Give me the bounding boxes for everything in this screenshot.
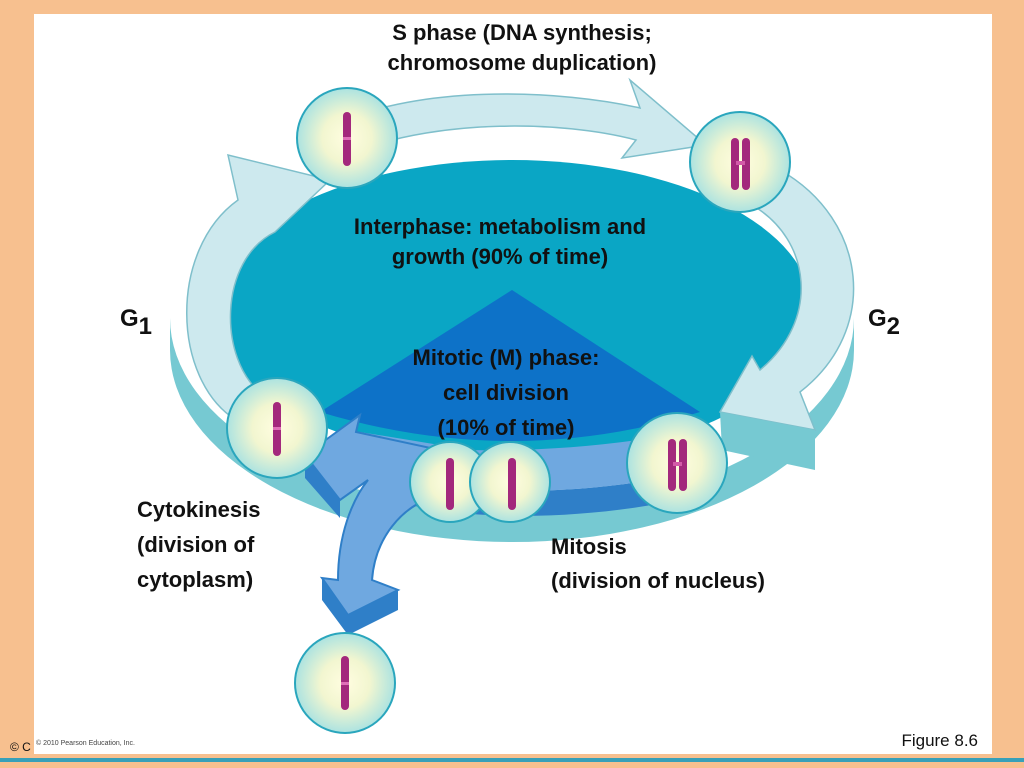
cell-g1 <box>226 377 328 479</box>
chromosome-single <box>446 458 454 510</box>
interphase-label-line2: growth (90% of time) <box>391 244 609 269</box>
cytokinesis-arrow-tip <box>322 578 398 635</box>
cell-daughter <box>294 632 396 734</box>
chromatid-right <box>742 138 750 190</box>
mitosis-label-line2: (division of nucleus) <box>551 568 765 593</box>
mitosis-label: Mitosis (division of nucleus) <box>551 530 765 598</box>
interphase-label-line1: Interphase: metabolism and <box>353 214 647 239</box>
s-phase-label-line2: chromosome duplication) <box>387 50 657 75</box>
figure-label: Figure 8.6 <box>901 731 978 750</box>
interphase-label: Interphase: metabolism and growth (90% o… <box>280 212 720 272</box>
g2-label-subscript: 2 <box>886 313 901 340</box>
g2-arrow-side <box>720 412 815 470</box>
mitosis-label-line1: Mitosis <box>551 534 627 559</box>
cytokinesis-label: Cytokinesis (division of cytoplasm) <box>137 492 261 597</box>
mitotic-phase-label: Mitotic (M) phase: cell division (10% of… <box>356 340 656 445</box>
mitotic-phase-label-line2: cell division <box>443 380 569 405</box>
g1-arrow <box>186 153 332 421</box>
copyright-text-partial: © C <box>10 740 31 754</box>
g2-label: G2 <box>868 305 900 340</box>
cell-s-phase-end <box>689 111 791 213</box>
s-phase-label-line1: S phase (DNA synthesis; <box>392 20 652 45</box>
copyright-text: © 2010 Pearson Education, Inc. <box>36 740 135 747</box>
bottom-divider-line <box>0 758 1024 762</box>
cell-dividing <box>409 441 551 523</box>
g1-label-subscript: 1 <box>138 313 153 340</box>
cell-s-phase-start <box>296 87 398 189</box>
g1-label: G1 <box>120 305 152 340</box>
cytokinesis-arrow-side <box>305 455 340 518</box>
g2-label-letter: G <box>868 305 887 332</box>
s-phase-arrow <box>343 77 708 160</box>
cytokinesis-label-line1: Cytokinesis <box>137 497 261 522</box>
cytokinesis-label-line2: (division of <box>137 532 255 557</box>
chromatid-right <box>679 439 687 491</box>
chromosome-single <box>508 458 516 510</box>
cytokinesis-label-line3: cytoplasm) <box>137 567 254 592</box>
s-phase-label: S phase (DNA synthesis; chromosome dupli… <box>322 18 722 78</box>
mitotic-phase-label-line1: Mitotic (M) phase: <box>412 345 600 370</box>
chromatid-left <box>668 439 676 491</box>
mitotic-phase-wedge <box>320 290 700 441</box>
mitotic-phase-label-line3: (10% of time) <box>437 415 575 440</box>
chromatid-left <box>731 138 739 190</box>
g1-label-letter: G <box>120 305 139 332</box>
cell-mitosis <box>626 412 728 514</box>
